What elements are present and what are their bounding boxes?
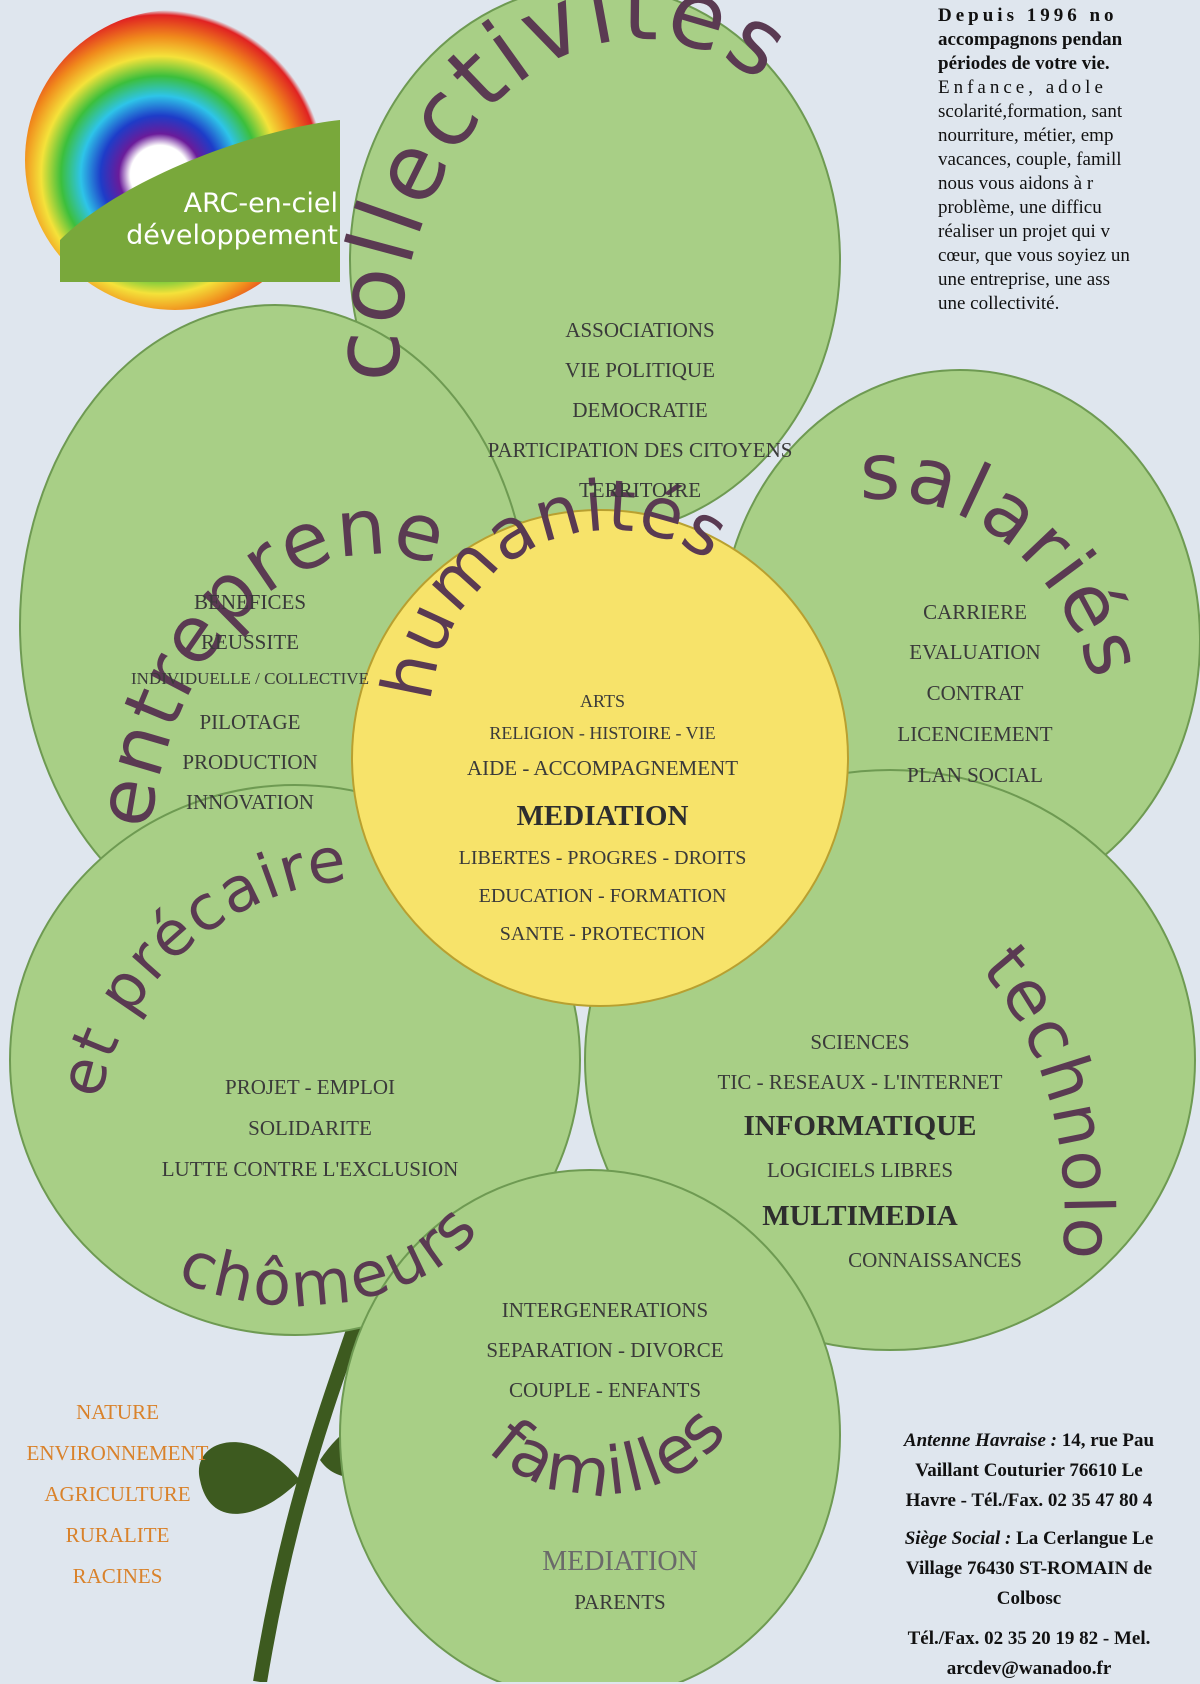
list-item: PROJET - EMPLOI bbox=[225, 1075, 395, 1099]
list-item: SCIENCES bbox=[810, 1030, 910, 1054]
list-item: AIDE - ACCOMPAGNEMENT bbox=[466, 756, 739, 780]
list-item: INFORMATIQUE bbox=[743, 1110, 977, 1142]
list-item: EDUCATION - FORMATION bbox=[478, 885, 727, 907]
leaf-left bbox=[198, 1442, 300, 1514]
list-item: MEDIATION bbox=[516, 800, 689, 832]
list-item: PILOTAGE bbox=[199, 710, 301, 734]
list-item: TERRITOIRE bbox=[578, 478, 702, 502]
siege-line1: Siège Social : La Cerlangue Le bbox=[904, 1528, 1154, 1549]
list-item: LOGICIELS LIBRES bbox=[766, 1158, 954, 1182]
list-item: INNOVATION bbox=[186, 790, 314, 814]
list-item: EVALUATION bbox=[909, 640, 1041, 664]
entrepreneurs-list: BENEFICES REUSSITE INDIVIDUELLE / COLLEC… bbox=[95, 592, 405, 832]
logo-line1: ARC-en-ciel bbox=[183, 188, 338, 219]
list-item: BENEFICES bbox=[193, 590, 306, 614]
email-link[interactable]: arcdev@wanadoo.fr bbox=[946, 1658, 1112, 1679]
list-item: CONNAISSANCES bbox=[848, 1248, 1022, 1272]
list-item: VIE POLITIQUE bbox=[565, 358, 715, 382]
list-item: LICENCIEMENT bbox=[897, 722, 1053, 746]
logo-line2: développement bbox=[126, 220, 338, 252]
familles-list: INTERGENERATIONS SEPARATION - DIVORCE CO… bbox=[455, 1300, 755, 1420]
center-circle bbox=[351, 509, 849, 1007]
intro-text: Depuis 1996 no accompagnons pendan pério… bbox=[938, 5, 1130, 314]
familles-list-bottom: MEDIATION PARENTS bbox=[470, 1548, 770, 1628]
list-item: TIC - RESEAUX - L'INTERNET bbox=[717, 1070, 1003, 1094]
list-item: ASSOCIATIONS bbox=[565, 318, 715, 342]
list-item: RURALITE bbox=[65, 1523, 170, 1547]
list-item: NATURE bbox=[76, 1400, 159, 1424]
list-item: CONTRAT bbox=[926, 681, 1024, 705]
list-item: PLAN SOCIAL bbox=[907, 763, 1043, 787]
list-item: RACINES bbox=[72, 1564, 163, 1588]
list-item: INDIVIDUELLE / COLLECTIVE bbox=[131, 669, 369, 688]
precaires-list: PROJET - EMPLOI SOLIDARITE LUTTE CONTRE … bbox=[120, 1077, 500, 1200]
petal-familles bbox=[339, 1169, 841, 1682]
salaries-list: CARRIERE EVALUATION CONTRAT LICENCIEMENT… bbox=[865, 602, 1085, 805]
list-item: SANTE - PROTECTION bbox=[499, 923, 706, 945]
logo bbox=[25, 10, 340, 310]
list-item: PRODUCTION bbox=[182, 750, 318, 774]
list-item: INTERGENERATIONS bbox=[501, 1298, 709, 1322]
list-item: LIBERTES - PROGRES - DROITS bbox=[458, 847, 747, 869]
collectivites-list: ASSOCIATIONS VIE POLITIQUE DEMOCRATIE PA… bbox=[440, 320, 840, 520]
list-item: MULTIMEDIA bbox=[762, 1200, 958, 1232]
list-item: RELIGION - HISTOIRE - VIE bbox=[489, 723, 716, 743]
list-item: CARRIERE bbox=[923, 600, 1027, 624]
list-item: AGRICULTURE bbox=[44, 1482, 191, 1506]
antenne-line1: Antenne Havraise : 14, rue Pau bbox=[903, 1430, 1155, 1451]
list-item: LUTTE CONTRE L'EXCLUSION bbox=[161, 1157, 459, 1181]
list-item: REUSSITE bbox=[200, 630, 299, 654]
list-item: SEPARATION - DIVORCE bbox=[486, 1338, 724, 1362]
list-item: ENVIRONNEMENT bbox=[26, 1441, 209, 1465]
contact-block: Antenne Havraise : 14, rue Pau Vaillant … bbox=[858, 1426, 1200, 1684]
list-item: SOLIDARITE bbox=[248, 1116, 372, 1140]
list-item: COUPLE - ENFANTS bbox=[508, 1378, 702, 1402]
list-item: ARTS bbox=[580, 691, 625, 711]
stem-words: NATURE ENVIRONNEMENT AGRICULTURE RURALIT… bbox=[0, 1402, 235, 1607]
list-item: PARTICIPATION DES CITOYENS bbox=[487, 438, 793, 462]
logo-text: ARC-en-ciel développement bbox=[70, 188, 338, 253]
center-list: ARTS RELIGION - HISTOIRE - VIE AIDE - AC… bbox=[420, 692, 785, 962]
technologies-list: SCIENCES TIC - RESEAUX - L'INTERNET INFO… bbox=[680, 1032, 1040, 1290]
list-item: DEMOCRATIE bbox=[572, 398, 708, 422]
list-item: PARENTS bbox=[574, 1590, 666, 1614]
list-item: MEDIATION bbox=[542, 1546, 698, 1577]
